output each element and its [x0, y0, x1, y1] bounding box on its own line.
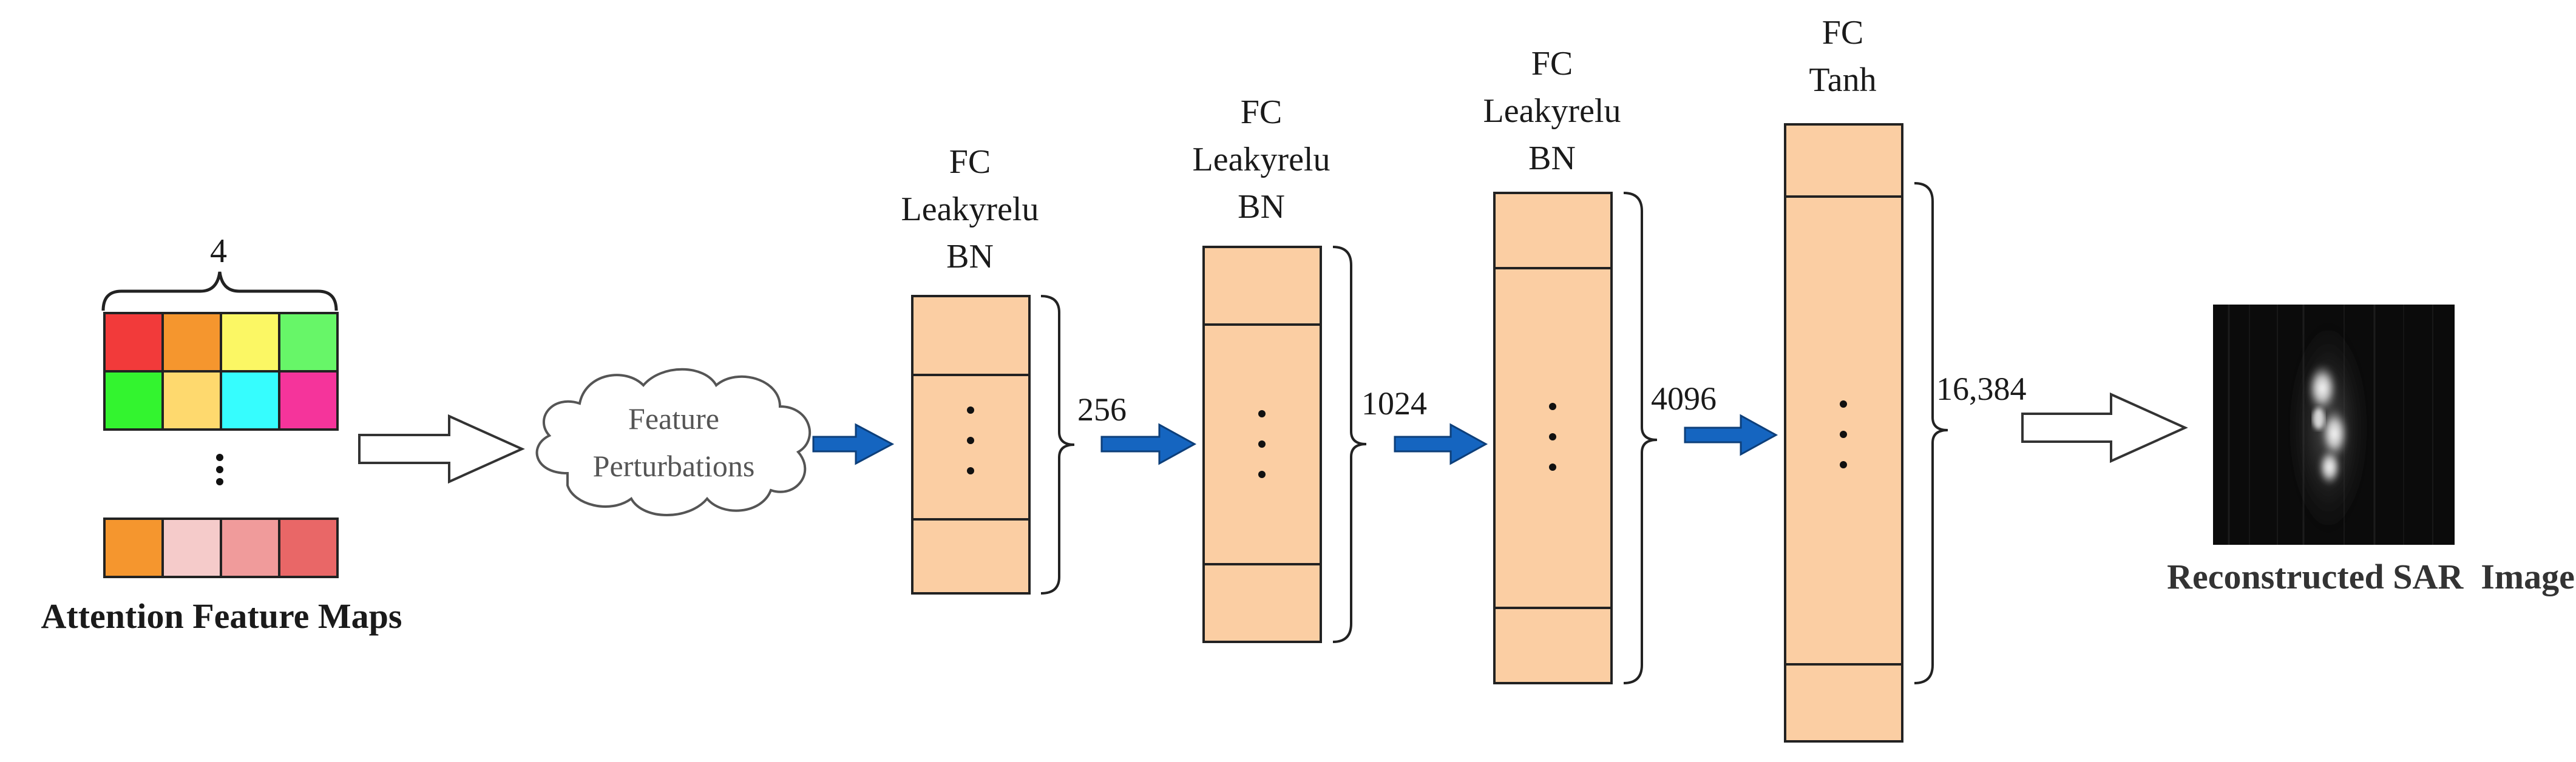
attention-cell — [161, 370, 222, 431]
blue-arrow-icon — [1394, 423, 1488, 465]
cloud-icon — [535, 368, 812, 516]
attention-cell — [220, 312, 280, 373]
attention-cell — [103, 370, 164, 431]
fc-layer-16384: FC Tanh 16,384 — [1784, 14, 2027, 743]
attention-cell — [161, 518, 222, 578]
fc-layer-4096: FC Leakyrelu BN 4096 — [1483, 45, 1717, 684]
layer-op-label: BN — [946, 238, 994, 275]
attention-ellipsis — [216, 454, 223, 485]
layer-op-label: Leakyrelu — [1483, 92, 1621, 130]
layer-op-label: FC — [1531, 45, 1573, 83]
layer-ellipsis — [1549, 403, 1556, 471]
fc-layer-1024: FC Leakyrelu BN 1024 — [1193, 93, 1427, 643]
layer-ellipsis — [1840, 400, 1847, 468]
layer-block — [1493, 192, 1613, 684]
hollow-arrow-icon — [2021, 392, 2188, 464]
attention-caption: Attention Feature Maps — [41, 596, 402, 636]
attention-top-brace — [101, 271, 338, 311]
layer-op-label: Leakyrelu — [1193, 141, 1330, 178]
layer-size-brace — [1914, 182, 1948, 684]
attention-count-label: 4 — [210, 232, 227, 270]
layer-op-label: FC — [949, 143, 991, 181]
attention-row-last — [103, 518, 339, 578]
attention-cell — [103, 518, 164, 578]
layer-op-label: BN — [1238, 188, 1285, 226]
layer-op-label: BN — [1528, 140, 1576, 177]
attention-feature-maps: 4 Attention Feature Maps — [41, 232, 402, 636]
layer-op-label: FC — [1241, 93, 1283, 131]
layer-op-label: Tanh — [1809, 61, 1876, 99]
layer-ellipsis — [967, 406, 974, 474]
fc-layer-256: FC Leakyrelu BN 256 — [901, 143, 1127, 595]
blue-arrow-icon — [812, 423, 895, 465]
attention-cell — [278, 518, 339, 578]
layer-size-label: 256 — [1077, 391, 1127, 428]
blue-arrow-icon — [1100, 423, 1197, 465]
layer-size-label: 1024 — [1361, 385, 1427, 422]
blue-arrow-icon — [1684, 414, 1778, 456]
cloud-label-line2: Perturbations — [593, 449, 755, 483]
blue-arrows — [812, 414, 1778, 465]
attention-cell — [278, 312, 339, 373]
reconstructed-sar-image: Reconstructed SAR Image — [2167, 305, 2575, 596]
attention-row-1 — [103, 312, 339, 373]
attention-cell — [278, 370, 339, 431]
layer-op-label: FC — [1822, 14, 1864, 52]
hollow-arrow-icon — [358, 414, 525, 484]
layer-block — [911, 295, 1031, 595]
layer-size-brace — [1623, 192, 1658, 684]
attention-cell — [220, 370, 280, 431]
attention-cell — [103, 312, 164, 373]
feature-perturbations-cloud: Feature Perturbations — [535, 368, 812, 516]
layer-ellipsis — [1258, 410, 1266, 478]
attention-cell — [161, 312, 222, 373]
layer-size-brace — [1332, 246, 1367, 643]
attention-cell — [220, 518, 280, 578]
layer-size-label: 4096 — [1651, 380, 1717, 417]
attention-row-2 — [103, 370, 339, 431]
layer-op-label: Leakyrelu — [901, 190, 1039, 228]
output-caption: Reconstructed SAR Image — [2167, 557, 2575, 596]
layer-size-brace — [1040, 295, 1075, 595]
layer-size-label: 16,384 — [1936, 371, 2027, 407]
cloud-label-line1: Feature — [628, 402, 719, 436]
